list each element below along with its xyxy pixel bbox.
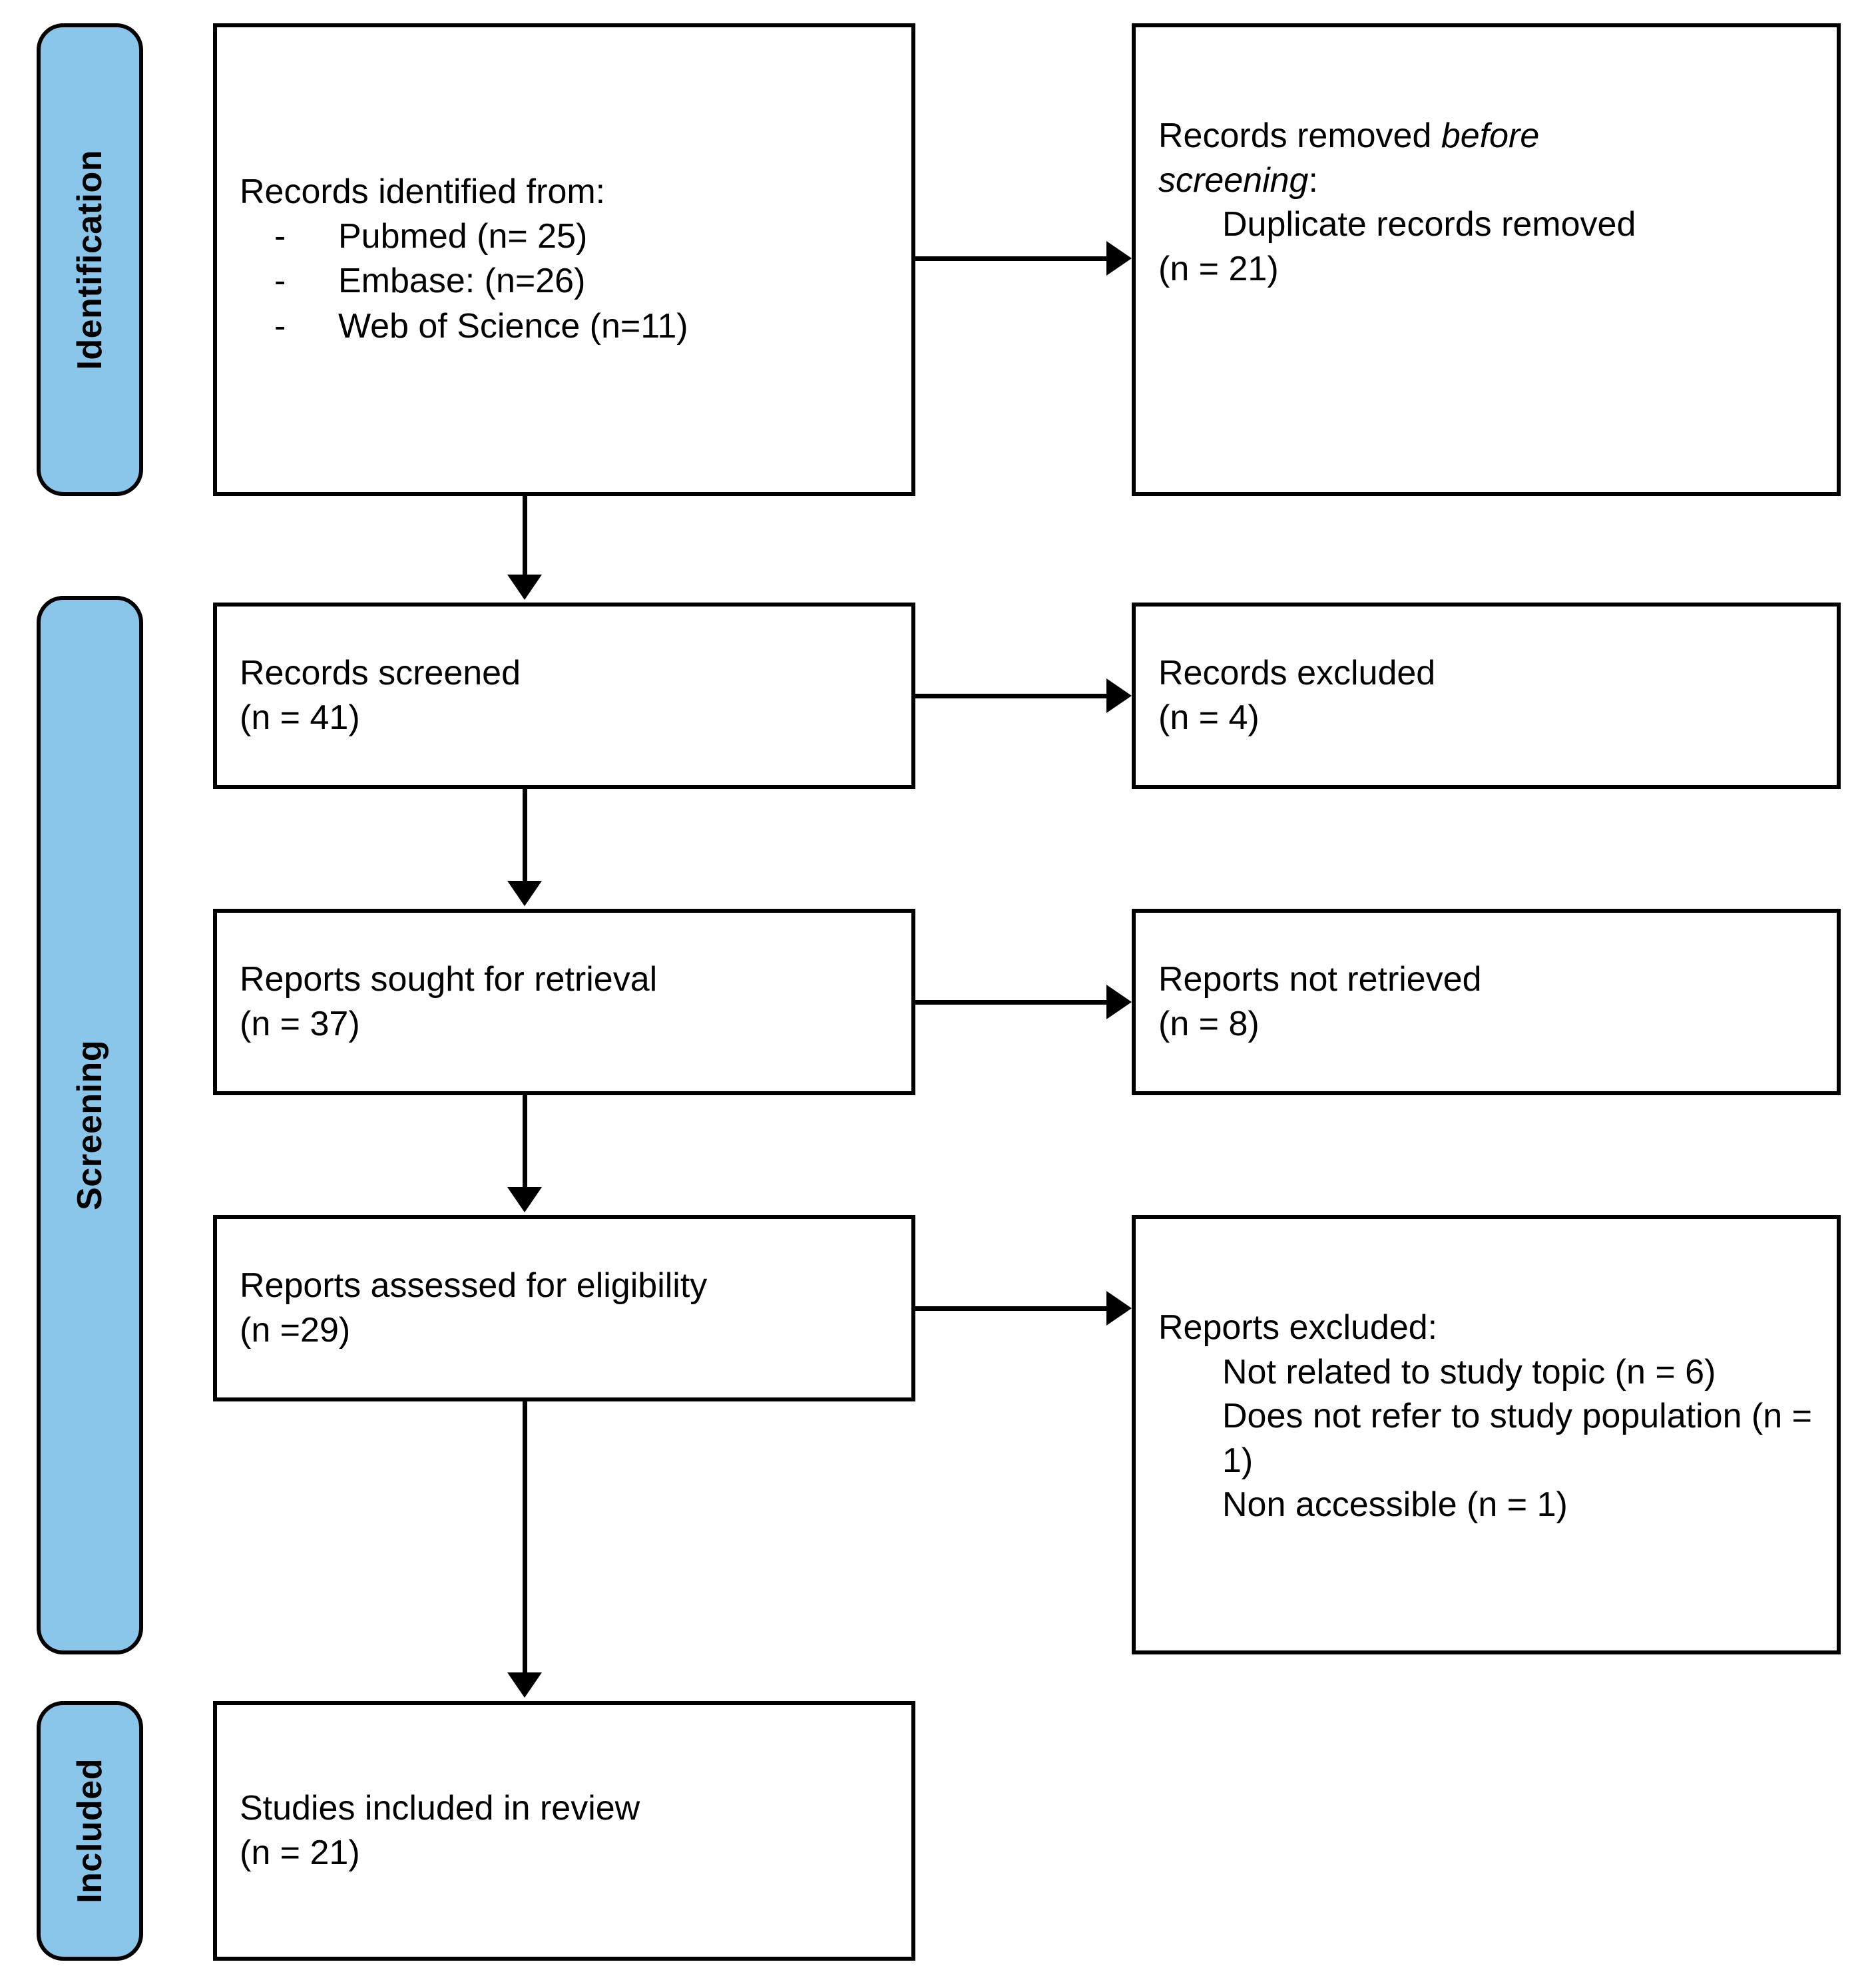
box-reports-not-retrieved: Reports not retrieved (n = 8) [1132, 909, 1841, 1095]
records-excluded-label: Records excluded [1158, 654, 1436, 693]
records-screened-count: (n = 41) [240, 698, 360, 737]
connector-sought-to-not-retrieved [915, 1000, 1108, 1005]
stage-label-screening-text: Screening [71, 1040, 109, 1210]
reports-sought-label: Reports sought for retrieval [240, 960, 658, 999]
connector-screened-to-excluded [915, 694, 1108, 698]
box-reports-not-retrieved-content: Reports not retrieved (n = 8) [1136, 957, 1837, 1046]
arrowhead-identified-to-removed [1106, 241, 1132, 276]
records-removed-line1-italic: before [1441, 117, 1540, 155]
box-records-excluded: Records excluded (n = 4) [1132, 603, 1841, 789]
box-studies-included-content: Studies included in review (n = 21) [217, 1786, 911, 1875]
records-screened-label: Records screened [240, 654, 521, 693]
arrowhead-assessed-to-included [507, 1672, 542, 1698]
duplicate-records-removed-count: (n = 21) [1158, 249, 1279, 288]
reports-sought-count: (n = 37) [240, 1005, 360, 1043]
box-records-removed-content: Records removed before screening: Duplic… [1136, 114, 1837, 291]
source-embase: Embase: (n=26) [338, 262, 586, 301]
reports-excluded-reason-study-population: Does not refer to study population (n = … [1222, 1397, 1822, 1480]
arrowhead-screened-to-sought [507, 881, 542, 906]
box-reports-excluded-content: Reports excluded: Not related to study t… [1136, 1306, 1837, 1527]
records-removed-line2: screening: [1158, 158, 1814, 203]
connector-assessed-to-included [523, 1401, 527, 1674]
records-removed-line2-italic: screening [1158, 160, 1309, 200]
box-records-screened-content: Records screened (n = 41) [217, 651, 911, 740]
records-excluded-count: (n = 4) [1158, 698, 1260, 737]
records-removed-line1-normal: Records removed [1158, 117, 1441, 155]
reports-excluded-heading: Reports excluded: [1158, 1308, 1438, 1347]
stage-label-screening: Screening [37, 596, 143, 1654]
arrowhead-sought-to-assessed [507, 1187, 542, 1212]
bullet-dash: - [274, 216, 286, 256]
records-removed-line2-normal: : [1308, 160, 1318, 200]
records-identified-heading: Records identified from: [240, 172, 606, 212]
list-item: - Web of Science (n=11) [240, 304, 889, 350]
arrowhead-identified-to-screened [507, 575, 542, 600]
stage-label-identification-text: Identification [71, 149, 109, 370]
reports-excluded-reason-non-accessible: Non accessible (n = 1) [1222, 1485, 1568, 1525]
arrowhead-assessed-to-excluded [1106, 1291, 1132, 1326]
studies-included-count: (n = 21) [240, 1834, 360, 1872]
records-identified-source-list: - Pubmed (n= 25) - Embase: (n=26) - Web … [240, 214, 889, 350]
reports-not-retrieved-label: Reports not retrieved [1158, 960, 1482, 999]
duplicate-records-removed-label: Duplicate records removed [1222, 205, 1636, 244]
connector-screened-to-sought [523, 789, 527, 883]
box-records-identified: Records identified from: - Pubmed (n= 25… [213, 23, 915, 496]
list-item: - Pubmed (n= 25) [240, 214, 889, 260]
studies-included-label: Studies included in review [240, 1789, 640, 1828]
reports-excluded-reason-not-related: Not related to study topic (n = 6) [1222, 1352, 1716, 1391]
connector-identified-to-screened [523, 496, 527, 577]
arrowhead-screened-to-excluded [1106, 678, 1132, 713]
source-pubmed: Pubmed (n= 25) [338, 216, 588, 256]
stage-label-identification: Identification [37, 23, 143, 496]
box-reports-sought-content: Reports sought for retrieval (n = 37) [217, 957, 911, 1046]
connector-identified-to-removed [915, 256, 1108, 261]
box-records-removed-before-screening: Records removed before screening: Duplic… [1132, 23, 1841, 496]
reports-assessed-count: (n =29) [240, 1311, 351, 1350]
box-records-identified-content: Records identified from: - Pubmed (n= 25… [217, 170, 911, 349]
box-reports-assessed-for-eligibility: Reports assessed for eligibility (n =29) [213, 1215, 915, 1401]
box-reports-assessed-content: Reports assessed for eligibility (n =29) [217, 1264, 911, 1352]
box-reports-sought-for-retrieval: Reports sought for retrieval (n = 37) [213, 909, 915, 1095]
stage-label-included-text: Included [71, 1758, 109, 1903]
reports-not-retrieved-count: (n = 8) [1158, 1005, 1260, 1043]
box-studies-included-in-review: Studies included in review (n = 21) [213, 1701, 915, 1961]
source-web-of-science: Web of Science (n=11) [338, 307, 688, 346]
connector-sought-to-assessed [523, 1095, 527, 1190]
box-records-screened: Records screened (n = 41) [213, 603, 915, 789]
arrowhead-sought-to-not-retrieved [1106, 985, 1132, 1019]
box-records-excluded-content: Records excluded (n = 4) [1136, 651, 1837, 740]
bullet-dash: - [274, 307, 286, 346]
box-reports-excluded: Reports excluded: Not related to study t… [1132, 1215, 1841, 1654]
connector-assessed-to-excluded [915, 1306, 1108, 1311]
stage-label-included: Included [37, 1701, 143, 1961]
list-item: - Embase: (n=26) [240, 259, 889, 304]
reports-assessed-label: Reports assessed for eligibility [240, 1266, 708, 1306]
records-removed-line1: Records removed before [1158, 114, 1814, 158]
bullet-dash: - [274, 262, 286, 301]
